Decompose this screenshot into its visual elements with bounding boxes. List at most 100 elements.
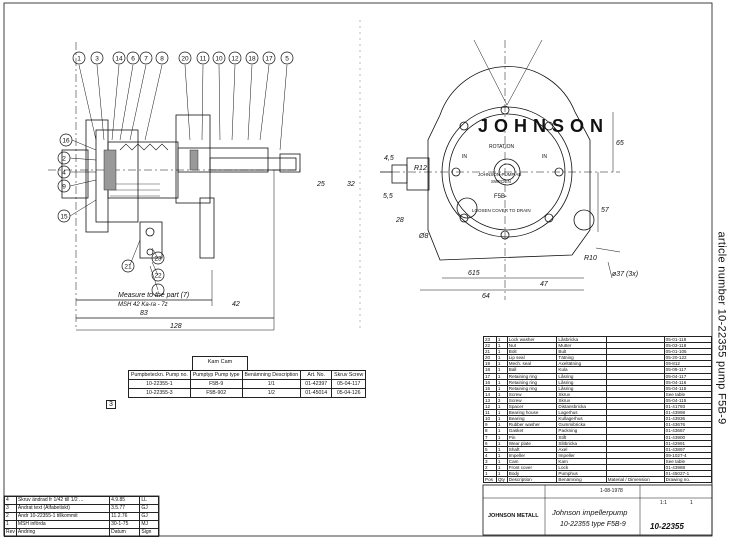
cell: 1/2: [241, 388, 302, 398]
col-description: Benämning Description: [241, 370, 302, 380]
plate-rotation: ROTATION: [489, 144, 514, 150]
dim-128: 128: [170, 323, 182, 330]
balloon-label: 23: [154, 256, 162, 263]
balloon-label: 16: [62, 138, 70, 145]
variant-table-header: Pumpbeteckn. Pump no. Pumptyp Pump type …: [128, 370, 367, 380]
dim-57: 57: [601, 207, 610, 214]
dim-r10: R10: [584, 255, 597, 262]
drawing-date: 1-08-1978: [600, 488, 623, 494]
cell: 05-04-126: [331, 388, 367, 398]
dim-4-5: 4,5: [384, 155, 394, 162]
col-screw: Skruv Screw: [331, 370, 367, 380]
logo-text: JOHNSON: [478, 116, 609, 136]
balloon-label: 17: [265, 56, 273, 63]
table-cell: Rev: [4, 528, 17, 537]
balloon-label: 14: [115, 56, 123, 63]
dim-32: 32: [347, 181, 355, 188]
table-row: 10-22355-1 F5B-9 1/1 01-42397 05-04-117: [128, 379, 367, 389]
table-cell: Pos: [483, 476, 497, 484]
table-cell: MJ: [139, 520, 159, 529]
table-cell: Datum: [109, 528, 141, 537]
balloon-label: 18: [248, 56, 256, 63]
balloon-label: 8: [160, 56, 164, 63]
balloon-label: 21: [124, 264, 132, 271]
cam-header: Kam Cam: [192, 356, 248, 370]
table-cell: MSH införda: [15, 520, 111, 529]
company-name: JOHNSON METALL: [488, 513, 539, 519]
col-art-no: Art. No.: [300, 370, 333, 380]
table-cell: Drawing no.: [663, 476, 713, 484]
plate-model: F5B-: [494, 194, 507, 200]
table-cell: 3.5.77: [109, 504, 141, 513]
cell: 01-45014: [300, 388, 333, 398]
cell: 10-22355-1: [128, 379, 191, 389]
table-cell: 2: [4, 512, 17, 521]
table-cell: Gummibricka: [556, 421, 607, 429]
dimension-labels: Measure to the part (7) MSH 42 Ka-ra - 7…: [118, 140, 638, 330]
measure-note-code: MSH 42 Ka-ra - 7z: [118, 302, 168, 308]
balloon-label: 1: [77, 56, 81, 63]
balloon-label: 22: [154, 273, 162, 280]
table-cell: 4: [4, 496, 17, 505]
drawing-scale: 1:1: [660, 500, 667, 506]
pump-plate: JOHNSON ROTATION IN IN JOHNSON-PUMP AB S…: [462, 116, 609, 213]
variant-table: Pumpbeteckn. Pump no. Pumptyp Pump type …: [128, 370, 367, 398]
drawing-subtitle: 10-22355 type F5B-9: [560, 521, 626, 528]
table-cell: Distansbricka: [556, 403, 607, 411]
balloon-label: 12: [231, 56, 239, 63]
sectional-view: [48, 42, 301, 331]
table-row: 10-22355-3 F5B-902 1/2 01-45014 05-04-12…: [128, 388, 367, 398]
balloon-label: 5: [285, 56, 289, 63]
cell: F5B-9: [189, 379, 243, 389]
plate-in-right: IN: [542, 154, 547, 160]
dim-r12: R12: [414, 165, 427, 172]
dim-25: 25: [316, 181, 325, 188]
part-balloons: [57, 51, 294, 297]
dim-83: 83: [140, 310, 148, 317]
balloon-label: 11: [200, 56, 207, 63]
title-block-frame: [482, 484, 713, 536]
col-pump-no: Pumpbeteckn. Pump no.: [128, 370, 191, 380]
table-cell: 4.9.85: [109, 496, 141, 505]
balloon-label: 9: [62, 184, 66, 191]
dim-holes: ø37 (3x): [612, 271, 638, 278]
dim-65: 65: [616, 140, 624, 147]
measure-note: Measure to the part (7): [118, 292, 189, 299]
plate-in-left: IN: [462, 154, 467, 160]
table-cell: Ändring: [15, 528, 111, 537]
dim-dia8: Ø8: [418, 233, 428, 240]
table-cell: Kullagerhus: [556, 415, 607, 423]
dim-64: 64: [482, 293, 490, 300]
side-label: article number 10-22355 pump F5B-9: [715, 231, 728, 425]
drawing-title: Johnson impellerpump: [552, 508, 628, 517]
balloon-label: 3: [95, 56, 99, 63]
table-cell: LL: [139, 496, 159, 505]
drawing-sheet-no: 1: [690, 500, 693, 506]
balloon-label: 2: [62, 156, 66, 163]
balloon-label: 6: [131, 56, 135, 63]
table-cell: 3: [4, 504, 17, 513]
table-cell: Ändrat text (Alfabetiskt): [15, 504, 111, 513]
sheet-border: [3, 2, 713, 537]
cell: 01-42397: [300, 379, 333, 389]
cell: 10-22355-3: [128, 388, 191, 398]
drawing-number: 10-22355: [650, 522, 684, 531]
plate-maker: JOHNSON-PUMP AB: [478, 172, 521, 177]
plate-drain-note: LOOSEN COVER TO DRAIN: [472, 208, 531, 213]
plate-country: SWEDEN: [491, 179, 511, 184]
col-pump-type: Pumptyp Pump type: [189, 370, 243, 380]
dim-5-5: 5,5: [383, 193, 393, 200]
dim-28: 28: [395, 217, 404, 224]
table-cell: 11.2.76: [109, 512, 141, 521]
table-cell: Description: [506, 476, 558, 484]
